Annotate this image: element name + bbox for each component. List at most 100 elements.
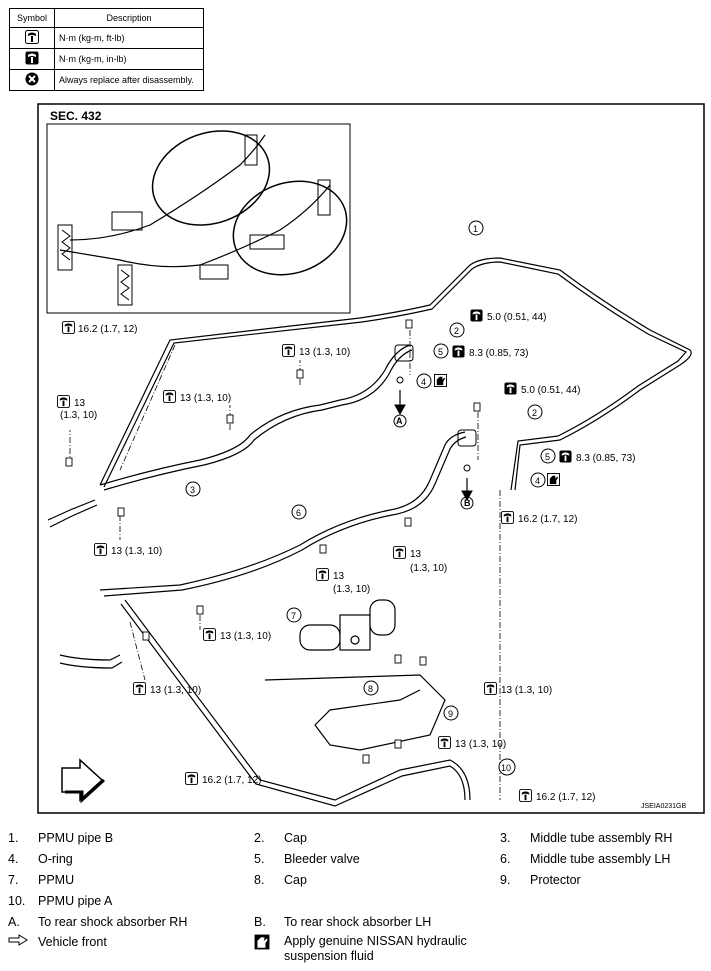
torque-label: 13 (1.3, 10)	[282, 344, 350, 358]
torque-label: 13 (1.3, 10)	[438, 736, 506, 750]
part-item: 7.PPMU	[8, 873, 75, 887]
arrow-a-label: A	[396, 416, 403, 426]
svg-text:2: 2	[532, 408, 537, 418]
legend-row: N·m (kg-m, ft-lb)	[9, 27, 204, 49]
svg-text:(1.3, 10): (1.3, 10)	[333, 584, 370, 595]
part-item: 1.PPMU pipe B	[8, 831, 114, 845]
torque-label: 13 (1.3, 10)	[133, 682, 201, 696]
svg-text:1: 1	[473, 224, 478, 234]
torque-label: 16.2 (1.7, 12)	[185, 772, 261, 786]
vehicle-front-arrow	[61, 758, 106, 804]
legend-row: N·m (kg-m, in-lb)	[9, 48, 204, 70]
svg-text:13 (1.3, 10): 13 (1.3, 10)	[501, 685, 552, 696]
part-item: 2.Cap	[254, 831, 307, 845]
svg-text:(1.3, 10): (1.3, 10)	[410, 563, 447, 574]
svg-text:6: 6	[296, 508, 301, 518]
svg-text:13: 13	[74, 398, 86, 409]
torque-label: 13 (1.3, 10)	[203, 628, 271, 642]
vehicle-front-icon	[8, 934, 28, 946]
callout-9: 9	[443, 705, 459, 721]
fluid-icon-b	[547, 473, 560, 486]
svg-text:13 (1.3, 10): 13 (1.3, 10)	[299, 347, 350, 358]
svg-text:16.2 (1.7, 12): 16.2 (1.7, 12)	[78, 324, 137, 335]
svg-text:5: 5	[438, 347, 443, 357]
svg-text:(1.3, 10): (1.3, 10)	[60, 410, 97, 421]
torque-label: 13 (1.3, 10)	[94, 543, 162, 557]
svg-text:3: 3	[190, 485, 195, 495]
torque-label: 5.0 (0.51, 44)	[470, 309, 546, 323]
part-item: B.To rear shock absorber LH	[254, 915, 432, 929]
torque-label: 16.2 (1.7, 12)	[519, 789, 595, 803]
middle-tube-rh	[47, 344, 413, 528]
torque-wrench-icon	[25, 30, 39, 44]
part-item: 3.Middle tube assembly RH	[500, 831, 673, 845]
torque-label: 13 (1.3, 10)	[163, 390, 231, 404]
svg-text:16.2 (1.7, 12): 16.2 (1.7, 12)	[202, 775, 261, 786]
hydraulic-suspension-diagram: SEC. 432	[37, 103, 705, 814]
part-item: 4.O-ring	[8, 852, 73, 866]
torque-label: 13 (1.3, 10)	[393, 546, 447, 574]
callout-8: 8	[363, 680, 379, 696]
torque-label: 13(1.3, 10)	[57, 395, 97, 421]
part-item: Apply genuine NISSAN hydraulic suspensio…	[254, 934, 494, 964]
part-item: 10.PPMU pipe A	[8, 894, 113, 908]
middle-tube-lh	[59, 431, 467, 669]
section-label: SEC. 432	[50, 109, 102, 123]
torque-specs: 16.2 (1.7, 12) 13(1.3, 10) 13 (1.3, 10) …	[57, 309, 635, 803]
callout-10: 10	[498, 758, 516, 776]
svg-text:8: 8	[368, 684, 373, 694]
symbol-legend-table: Symbol Description N·m (kg-m, ft-lb) N·m…	[9, 8, 204, 91]
svg-text:5.0 (0.51, 44): 5.0 (0.51, 44)	[521, 385, 580, 396]
svg-text:4: 4	[421, 377, 426, 387]
torque-label: 8.3 (0.85, 73)	[559, 450, 635, 464]
shock-connection-a	[394, 344, 414, 416]
ppmu-pipe-a	[120, 599, 471, 807]
svg-text:13 (1.3, 10): 13 (1.3, 10)	[111, 546, 162, 557]
svg-text:13: 13	[333, 571, 345, 582]
svg-text:13 (1.3, 10): 13 (1.3, 10)	[150, 685, 201, 696]
svg-text:13: 13	[410, 549, 422, 560]
legend-description: Always replace after disassembly.	[54, 69, 204, 91]
arrow-b-label: B	[464, 498, 471, 508]
torque-label: 16.2 (1.7, 12)	[62, 321, 137, 335]
part-item: 5.Bleeder valve	[254, 852, 360, 866]
torque-label: 13 (1.3, 10)	[484, 682, 552, 696]
torque-wrench-small-icon	[25, 51, 39, 65]
ppmu-pipe-b	[99, 257, 692, 491]
svg-text:2: 2	[454, 326, 459, 336]
legend-header-row: Symbol Description	[9, 8, 204, 28]
reference-code: JSEIA0231GB	[641, 803, 686, 810]
fluid-icon	[254, 934, 270, 950]
svg-text:8.3 (0.85, 73): 8.3 (0.85, 73)	[469, 348, 528, 359]
callout-2a: 2	[449, 322, 465, 338]
svg-text:4: 4	[535, 476, 540, 486]
callout-4b: 4	[530, 472, 546, 488]
callout-5a: 5	[433, 343, 449, 359]
svg-text:13 (1.3, 10): 13 (1.3, 10)	[180, 393, 231, 404]
torque-label: 8.3 (0.85, 73)	[452, 345, 528, 359]
callout-5b: 5	[540, 448, 556, 464]
torque-label: 13 (1.3, 10)	[316, 568, 370, 595]
svg-text:13 (1.3, 10): 13 (1.3, 10)	[455, 739, 506, 750]
callouts: 1 2 2 3 4 4 5 5 6 7 8 9 10	[185, 220, 556, 776]
legend-row: Always replace after disassembly.	[9, 69, 204, 91]
svg-text:16.2 (1.7, 12): 16.2 (1.7, 12)	[518, 514, 577, 525]
diagram-frame	[37, 103, 705, 814]
svg-text:10: 10	[501, 763, 511, 773]
protector	[264, 674, 446, 751]
svg-text:5.0 (0.51, 44): 5.0 (0.51, 44)	[487, 312, 546, 323]
part-item: Vehicle front	[8, 934, 107, 949]
shock-connection-b	[457, 429, 477, 502]
svg-text:7: 7	[291, 611, 296, 621]
torque-label: 5.0 (0.51, 44)	[504, 382, 580, 396]
callout-6: 6	[291, 504, 307, 520]
svg-text:13 (1.3, 10): 13 (1.3, 10)	[220, 631, 271, 642]
part-item: 6.Middle tube assembly LH	[500, 852, 671, 866]
fluid-icon-a	[434, 374, 447, 387]
vehicle-overview-inset	[46, 123, 351, 314]
bolts	[65, 319, 481, 764]
callout-4a: 4	[416, 373, 432, 389]
svg-text:9: 9	[448, 709, 453, 719]
always-replace-icon	[25, 72, 39, 86]
ppmu-unit	[299, 599, 396, 651]
